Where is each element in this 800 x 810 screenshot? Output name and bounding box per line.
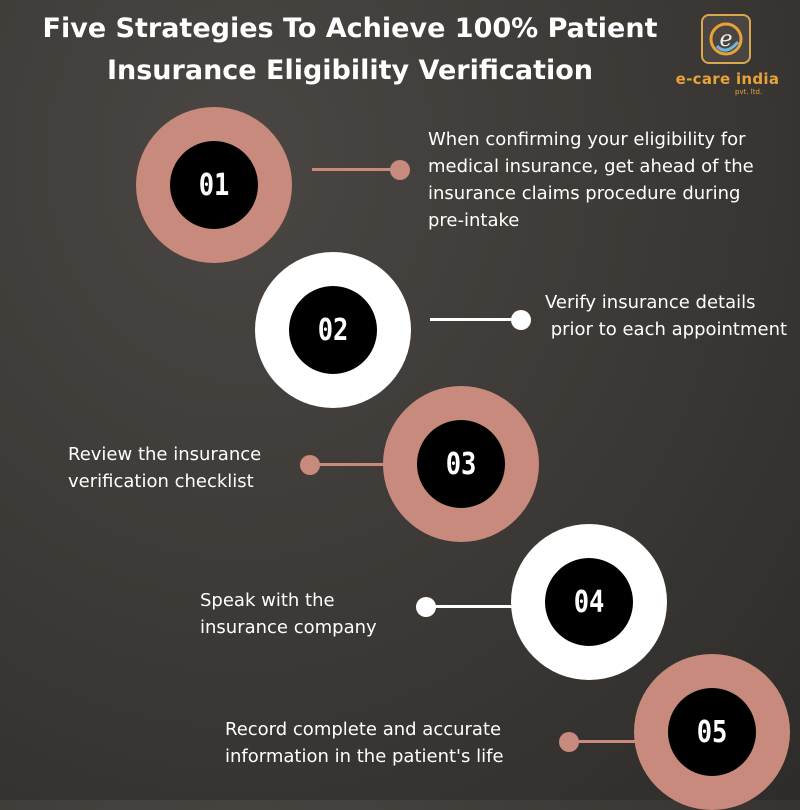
step-02-text: Verify insurance details prior to each a…: [545, 289, 787, 343]
svg-text:e: e: [719, 27, 732, 52]
step-04-text: Speak with the insurance company: [200, 587, 377, 641]
title-line-2: Insurance Eligibility Verification: [106, 55, 594, 86]
step-01-text: When confirming your eligibility for med…: [428, 126, 754, 234]
step-02-number: 02: [317, 312, 349, 348]
step-05-text: Record complete and accurate information…: [225, 716, 504, 770]
step-01-circle: 01: [136, 107, 292, 263]
step-05-circle: 05: [634, 654, 790, 810]
step-04-number: 04: [573, 584, 605, 620]
step-02-dot: [511, 310, 531, 330]
step-01-text-line: medical insurance, get ahead of the: [428, 156, 754, 177]
step-02-connector: [430, 318, 520, 321]
step-05-connector: [569, 740, 637, 743]
step-01-dot: [390, 160, 410, 180]
step-05-number: 05: [696, 714, 728, 750]
step-03-number: 03: [445, 446, 477, 482]
step-05-text-line: Record complete and accurate: [225, 719, 502, 740]
step-01-text-line: pre-intake: [428, 210, 520, 231]
logo-sub: pvt. ltd.: [735, 88, 763, 96]
title-line-1: Five Strategies To Achieve 100% Patient: [42, 13, 658, 44]
step-03-text: Review the insurance verification checkl…: [68, 441, 261, 495]
company-logo: e e-care india pvt. ltd.: [665, 10, 790, 102]
step-02-text-line: Verify insurance details: [545, 292, 756, 313]
step-01-inner: 01: [170, 141, 258, 229]
step-02-text-line: prior to each appointment: [545, 319, 788, 340]
step-04-circle: 04: [511, 524, 667, 680]
step-04-text-line: Speak with the: [200, 590, 335, 611]
step-03-connector: [310, 463, 386, 466]
step-01-text-line: insurance claims procedure during: [428, 183, 741, 204]
page-title: Five Strategies To Achieve 100% Patient …: [0, 8, 700, 92]
step-04-text-line: insurance company: [200, 617, 377, 638]
step-03-text-line: verification checklist: [68, 471, 254, 492]
step-03-circle: 03: [383, 386, 539, 542]
step-05-inner: 05: [668, 688, 756, 776]
logo-name: e-care india: [675, 70, 780, 88]
step-03-inner: 03: [417, 420, 505, 508]
step-01-number: 01: [198, 167, 230, 203]
step-05-text-line: information in the patient's life: [225, 746, 504, 767]
step-01-text-line: When confirming your eligibility for: [428, 129, 746, 150]
step-04-connector: [426, 605, 514, 608]
step-01-connector: [312, 168, 398, 171]
step-03-text-line: Review the insurance: [68, 444, 262, 465]
step-04-inner: 04: [545, 558, 633, 646]
e-care-logo-icon: e: [701, 14, 751, 64]
step-02-circle: 02: [255, 252, 411, 408]
step-02-inner: 02: [289, 286, 377, 374]
